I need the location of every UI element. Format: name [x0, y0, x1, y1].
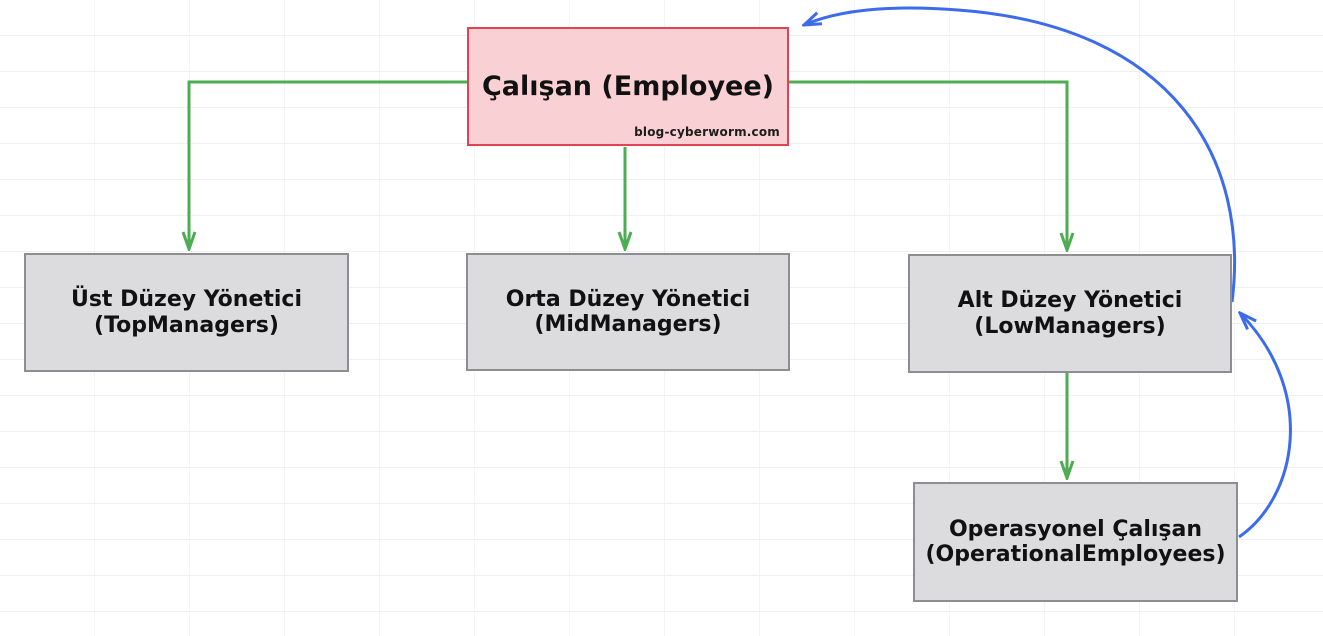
node-top-managers: Üst Düzey Yönetici (TopManagers)	[24, 253, 349, 372]
node-operational-employees-line1: Operasyonel Çalışan	[948, 516, 1203, 542]
edge-operational-to-lowmanagers	[1239, 313, 1292, 539]
node-operational-employees: Operasyonel Çalışan (OperationalEmployee…	[913, 482, 1238, 602]
watermark-text: blog-cyberworm.com	[634, 125, 780, 140]
node-low-managers-line2: (LowManagers)	[974, 313, 1166, 339]
node-top-managers-line1: Üst Düzey Yönetici	[70, 287, 303, 313]
node-operational-employees-line2: (OperationalEmployees)	[925, 542, 1226, 567]
node-mid-managers-line2: (MidManagers)	[534, 312, 722, 337]
node-low-managers: Alt Düzey Yönetici (LowManagers)	[908, 254, 1232, 373]
edge-employee-to-topmanagers	[189, 80, 467, 249]
node-low-managers-line1: Alt Düzey Yönetici	[957, 288, 1183, 314]
node-mid-managers: Orta Düzey Yönetici (MidManagers)	[466, 253, 790, 371]
node-top-managers-line2: (TopManagers)	[94, 312, 279, 338]
node-employee-label: Çalışan (Employee)	[481, 70, 775, 102]
node-employee: Çalışan (Employee) blog-cyberworm.com	[467, 27, 789, 146]
edge-employee-to-lowmanagers	[789, 80, 1067, 250]
node-mid-managers-line1: Orta Düzey Yönetici	[505, 286, 751, 312]
